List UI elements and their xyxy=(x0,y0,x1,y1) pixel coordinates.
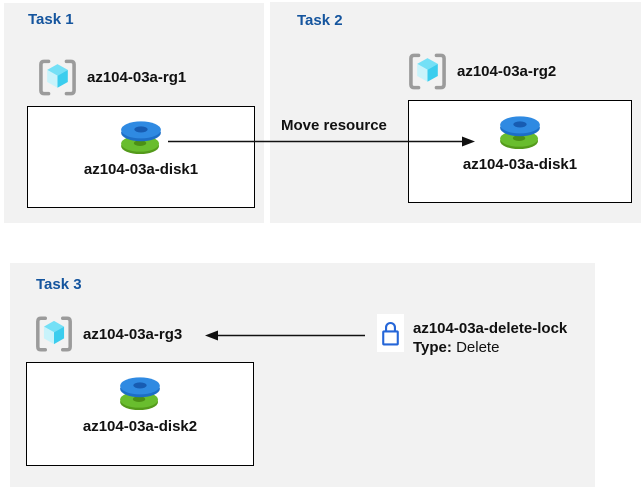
task2-title: Task 2 xyxy=(297,12,343,29)
arrow-right-icon xyxy=(168,136,475,147)
task1-disk-label: az104-03a-disk1 xyxy=(83,161,199,178)
disk-icon xyxy=(495,114,545,150)
lock-badge xyxy=(377,314,404,352)
task2-resource-group-label: az104-03a-rg2 xyxy=(457,62,557,80)
task1-panel: Task 1 az104-03a-rg1 az104-03a-disk1 xyxy=(4,3,264,223)
resource-group-icon xyxy=(406,51,449,92)
lock-type-label: Type: xyxy=(413,339,452,356)
task1-resource-group-label: az104-03a-rg1 xyxy=(87,68,187,86)
lock-type-value: Delete xyxy=(456,339,500,356)
task3-disk-box: az104-03a-disk2 xyxy=(26,362,254,466)
resource-group-icon xyxy=(33,314,75,354)
task3-resource-group-label: az104-03a-rg3 xyxy=(83,325,183,343)
task3-resource-group: az104-03a-rg3 xyxy=(33,314,182,354)
disk-icon xyxy=(115,375,165,411)
lock-name-text: az104-03a-delete-lock xyxy=(413,320,568,337)
task3-panel: Task 3 az104-03a-rg3 az104-03a-disk2 xyxy=(10,263,595,487)
task2-panel: Task 2 az104-03a-rg2 az104-03a-disk1 xyxy=(270,2,641,223)
task2-disk-label: az104-03a-disk1 xyxy=(462,156,578,173)
resource-group-icon xyxy=(36,57,79,98)
task1-title: Task 1 xyxy=(28,11,74,28)
task3-title: Task 3 xyxy=(36,276,82,293)
task3-disk-label: az104-03a-disk2 xyxy=(82,418,198,435)
task2-disk-box: az104-03a-disk1 xyxy=(408,100,632,203)
lock-icon xyxy=(380,318,401,349)
disk-icon xyxy=(116,119,166,155)
move-resource-label: Move resource xyxy=(281,117,387,134)
arrow-left-icon xyxy=(205,330,365,341)
lock-name: az104-03a-delete-lock xyxy=(413,319,567,338)
task1-disk-box: az104-03a-disk1 xyxy=(27,106,255,208)
task1-resource-group: az104-03a-rg1 xyxy=(36,56,186,98)
lock-annotation: az104-03a-delete-lock Type: Delete xyxy=(413,319,567,357)
lock-type: Type: Delete xyxy=(413,338,567,357)
task2-resource-group: az104-03a-rg2 xyxy=(406,50,556,92)
